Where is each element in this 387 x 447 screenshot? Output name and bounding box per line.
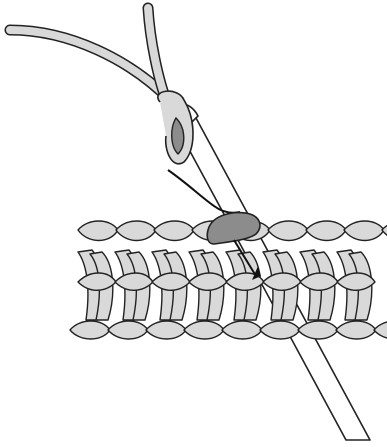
top-chain-stitch	[382, 221, 387, 241]
top-chain-stitch	[344, 221, 384, 241]
bottom-chain-stitch	[374, 321, 387, 339]
top-chain-stitch	[268, 221, 308, 241]
bottom-chain-stitch	[70, 321, 110, 339]
bottom-chain-stitch	[146, 321, 186, 339]
top-chain-stitch	[116, 221, 156, 241]
top-chain-stitch	[78, 221, 118, 241]
bottom-chain-stitch	[222, 321, 262, 339]
bottom-chain-stitch	[336, 321, 376, 339]
bottom-chain-stitch	[260, 321, 300, 339]
loop-on-hook	[158, 91, 193, 164]
working-yarn-strand	[10, 8, 170, 105]
top-chain-stitch	[154, 221, 194, 241]
bottom-chain-stitch	[184, 321, 224, 339]
bottom-chain-stitch	[108, 321, 148, 339]
top-chain-stitch	[306, 221, 346, 241]
